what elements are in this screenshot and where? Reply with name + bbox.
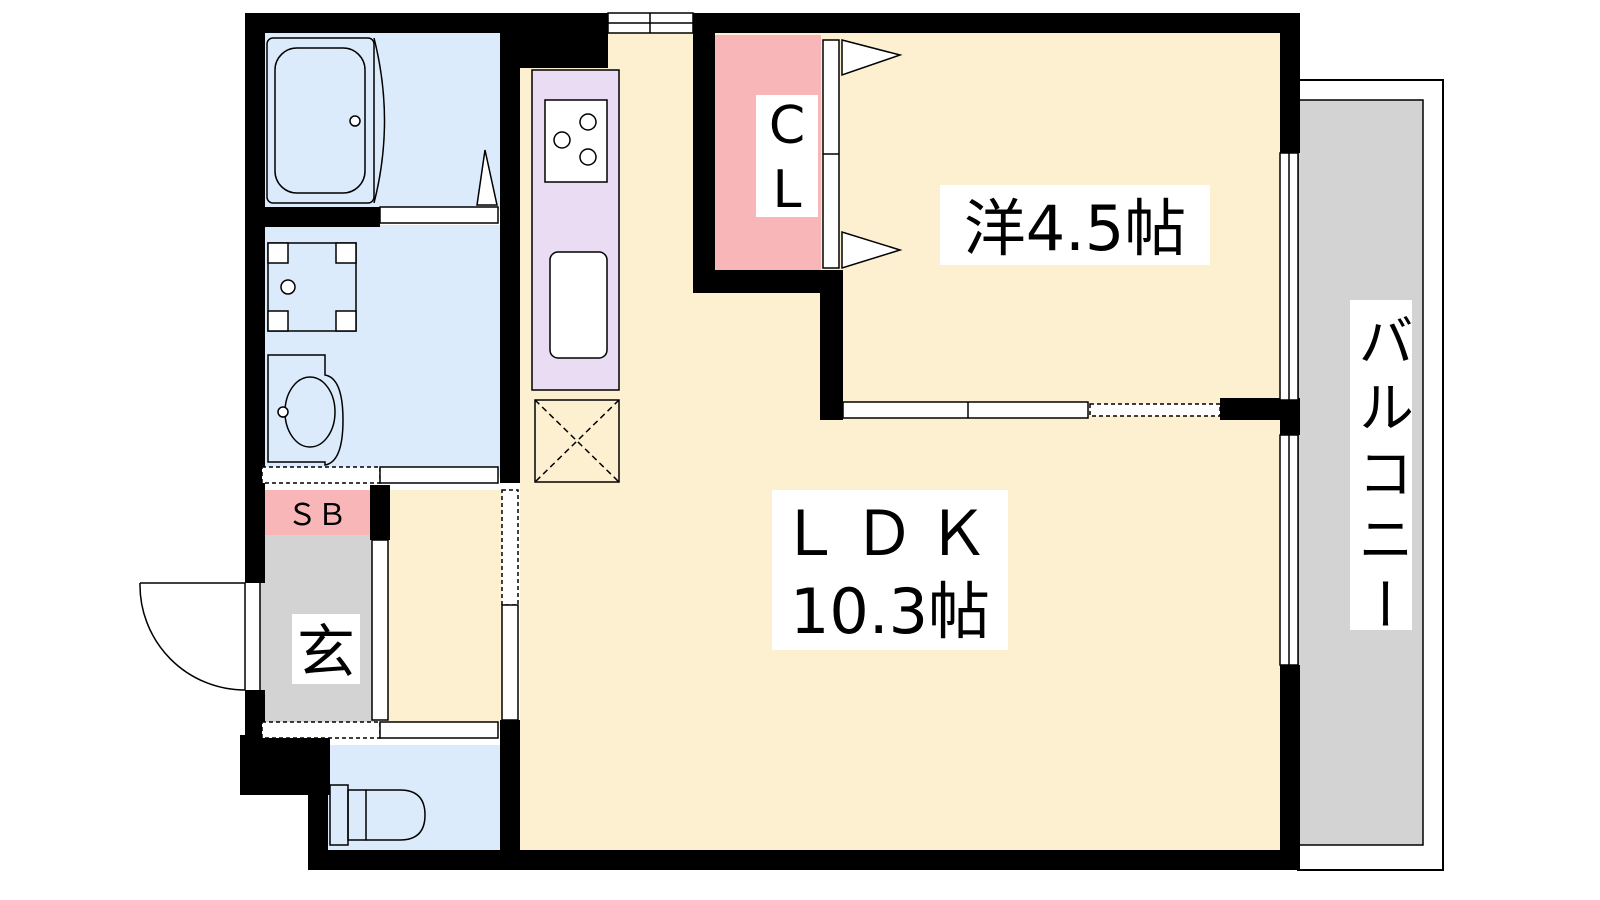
balcony-label: バルコニー — [1349, 312, 1414, 642]
western-room-label: 洋4.5帖 — [964, 192, 1187, 265]
kitchen-counter — [531, 69, 620, 391]
balcony-label-bg — [1350, 300, 1412, 630]
sliding-doors — [261, 39, 1221, 739]
closet-door-swings — [841, 39, 903, 270]
shoe-box-label: ＳＢ — [287, 498, 347, 533]
ldk-label-bg — [772, 490, 1008, 650]
toilet — [329, 784, 426, 846]
stove-top — [544, 99, 608, 183]
entrance-label-bg — [292, 614, 360, 684]
burner-3 — [579, 148, 597, 166]
wash-basin — [267, 354, 344, 466]
washroom-floor — [260, 225, 500, 477]
hallway-floor — [385, 490, 515, 730]
closet-label-c: C — [769, 96, 805, 156]
kitchen-sink — [549, 251, 608, 359]
bathroom-floor — [260, 28, 500, 210]
ldk-name-label: ＬＤＫ — [779, 497, 1001, 570]
windows — [607, 12, 1299, 666]
entrance-label: 玄 — [297, 618, 355, 686]
ldk-size-label: 10.3帖 — [790, 575, 990, 648]
burner-1 — [553, 131, 571, 149]
closet-label-l: L — [773, 160, 802, 220]
refrigerator-space — [534, 399, 620, 483]
bathtub — [266, 37, 498, 206]
entrance-door — [139, 582, 261, 691]
burner-2 — [579, 113, 597, 131]
closet-label-bg — [756, 95, 818, 217]
washing-machine — [267, 242, 357, 332]
walls — [240, 13, 1300, 870]
western-label-bg — [940, 185, 1210, 265]
shoe-box — [260, 490, 375, 535]
toilet-floor — [325, 745, 500, 863]
